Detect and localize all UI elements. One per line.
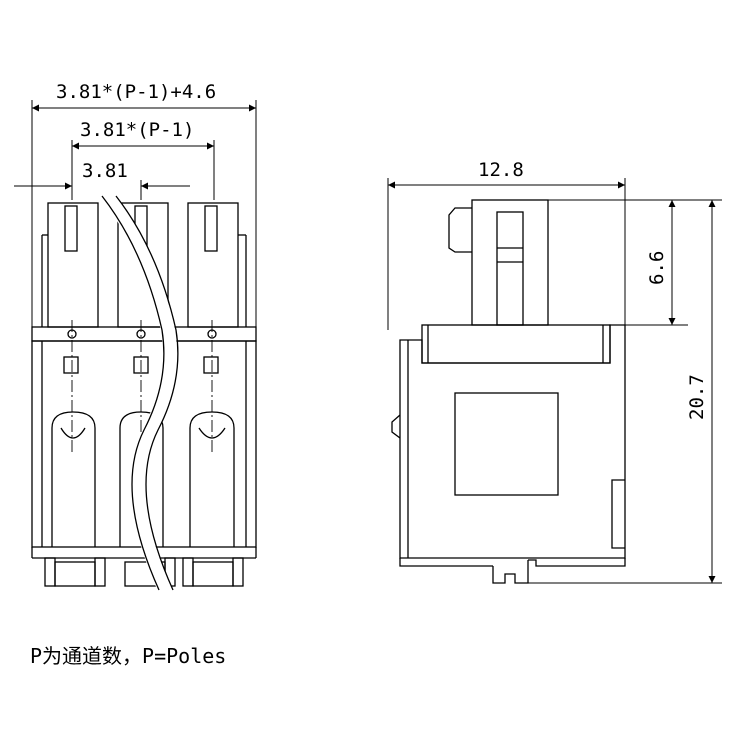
side-actuator (448, 199, 549, 326)
side-view (387, 178, 722, 584)
pole-note: P为通道数，P=Poles (30, 644, 227, 668)
front-view (14, 100, 257, 593)
screw-holes (67, 329, 217, 339)
terminal-housing-3 (187, 202, 247, 328)
side-shoulder (421, 324, 611, 364)
break-lines (101, 191, 179, 593)
terminal-housing-1 (41, 202, 99, 328)
dim-upper-height-text: 6.6 (646, 251, 668, 285)
bottom-feet (44, 557, 244, 587)
extension-lines-front (31, 100, 257, 330)
side-body (391, 324, 626, 559)
center-lines (71, 320, 213, 452)
dim-overall-width-text: 3.81*(P-1)+4.6 (56, 81, 216, 103)
dim-side-width-text: 12.8 (478, 159, 524, 181)
dim-total-height-text: 20.7 (686, 374, 708, 420)
dim-pole-span-text: 3.81*(P-1) (80, 119, 194, 141)
side-bottom-pins (399, 558, 626, 584)
dim-pitch-text: 3.81 (82, 160, 128, 182)
